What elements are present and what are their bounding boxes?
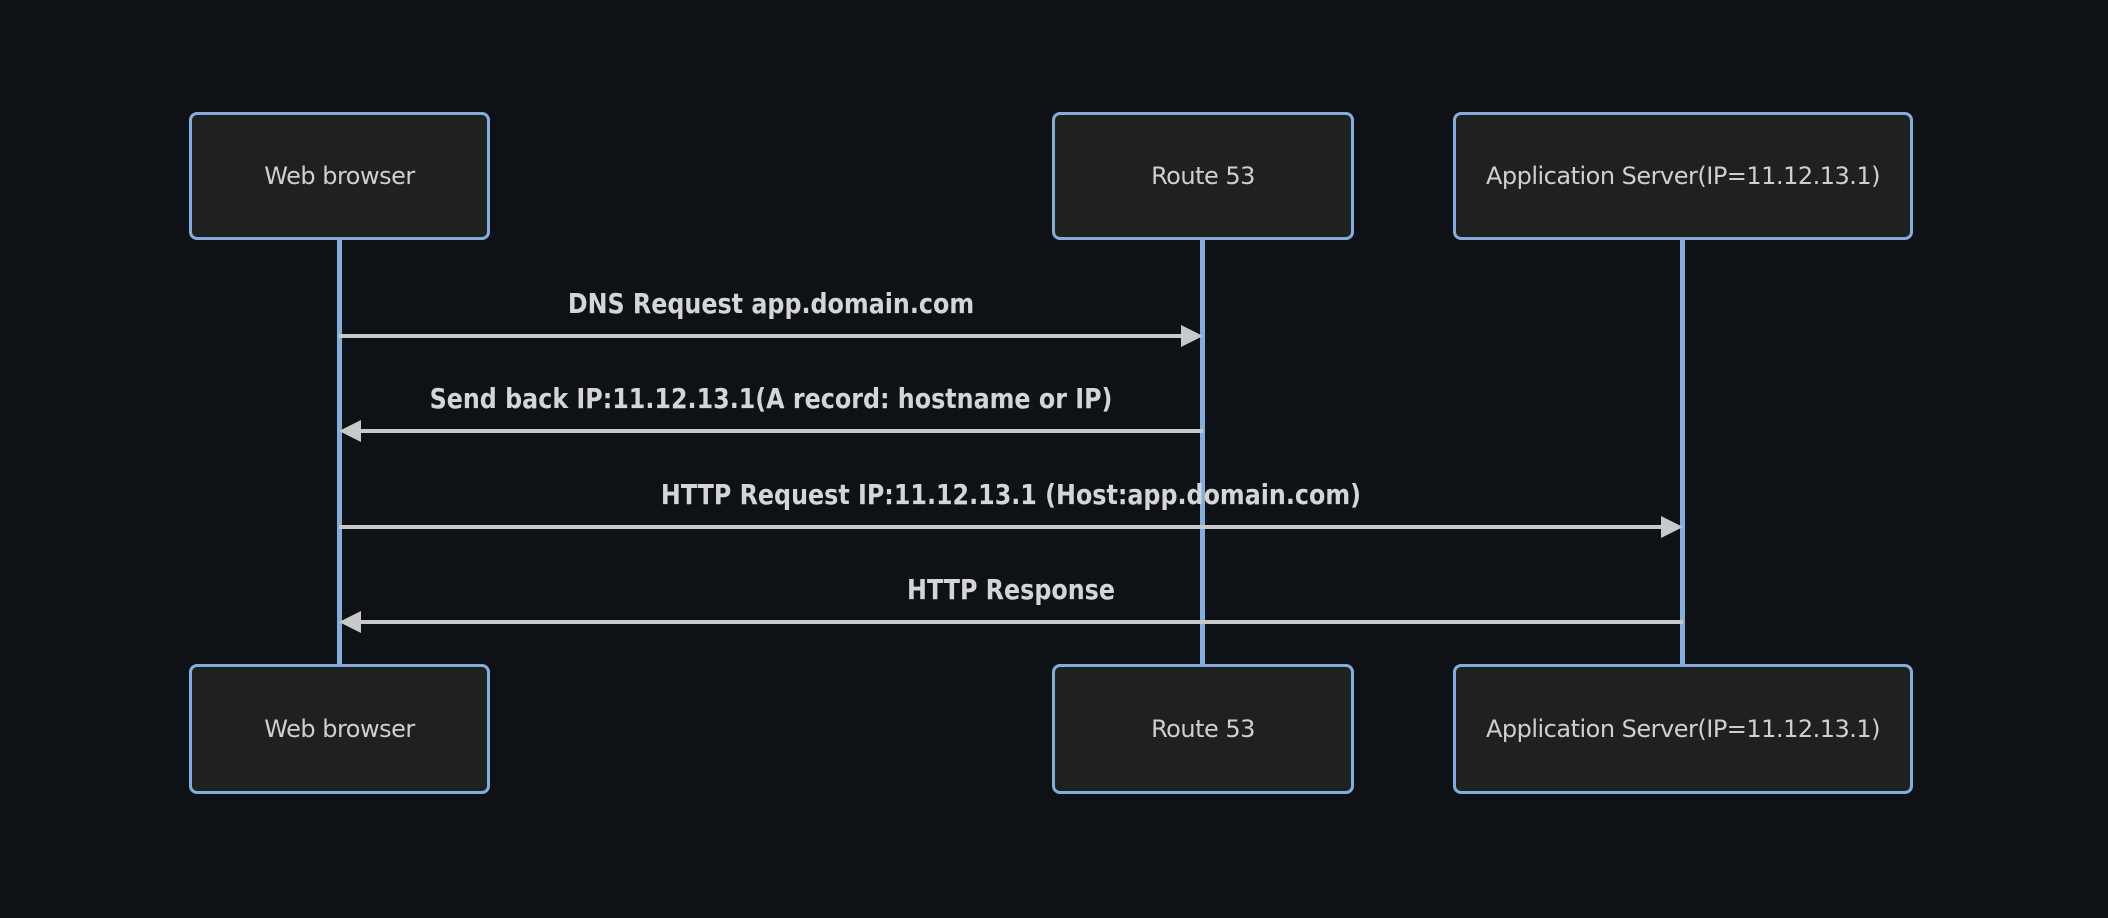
actor-box-application-server-bottom: Application Server(IP=11.12.13.1) [1453, 664, 1913, 794]
message-label-http-response: HTTP Response [907, 573, 1115, 606]
message-line-http-request [339, 525, 1661, 529]
actor-label-route53: Route 53 [1151, 715, 1255, 743]
arrowhead-left-icon [339, 611, 361, 633]
lifeline-route53 [1200, 240, 1205, 664]
actor-box-route53-top: Route 53 [1052, 112, 1354, 240]
lifeline-web-browser [337, 240, 342, 664]
actor-label-route53: Route 53 [1151, 162, 1255, 190]
message-label-http-request: HTTP Request IP:11.12.13.1 (Host:app.dom… [660, 478, 1362, 511]
message-label-dns-request: DNS Request app.domain.com [567, 287, 975, 320]
actor-box-application-server-top: Application Server(IP=11.12.13.1) [1453, 112, 1913, 240]
message-label-send-back-ip: Send back IP:11.12.13.1(A record: hostna… [429, 382, 1113, 415]
actor-label-web-browser: Web browser [264, 715, 415, 743]
message-line-dns-request [339, 334, 1185, 338]
actor-label-web-browser: Web browser [264, 162, 415, 190]
arrowhead-right-icon [1181, 325, 1203, 347]
actor-box-web-browser-bottom: Web browser [189, 664, 490, 794]
actor-label-application-server: Application Server(IP=11.12.13.1) [1485, 715, 1881, 743]
actor-label-application-server: Application Server(IP=11.12.13.1) [1485, 162, 1881, 190]
actor-box-route53-bottom: Route 53 [1052, 664, 1354, 794]
message-line-http-response [359, 620, 1683, 624]
actor-box-web-browser-top: Web browser [189, 112, 490, 240]
arrowhead-left-icon [339, 420, 361, 442]
arrowhead-right-icon [1661, 516, 1683, 538]
message-line-send-back-ip [359, 429, 1203, 433]
lifeline-application-server [1680, 240, 1685, 664]
